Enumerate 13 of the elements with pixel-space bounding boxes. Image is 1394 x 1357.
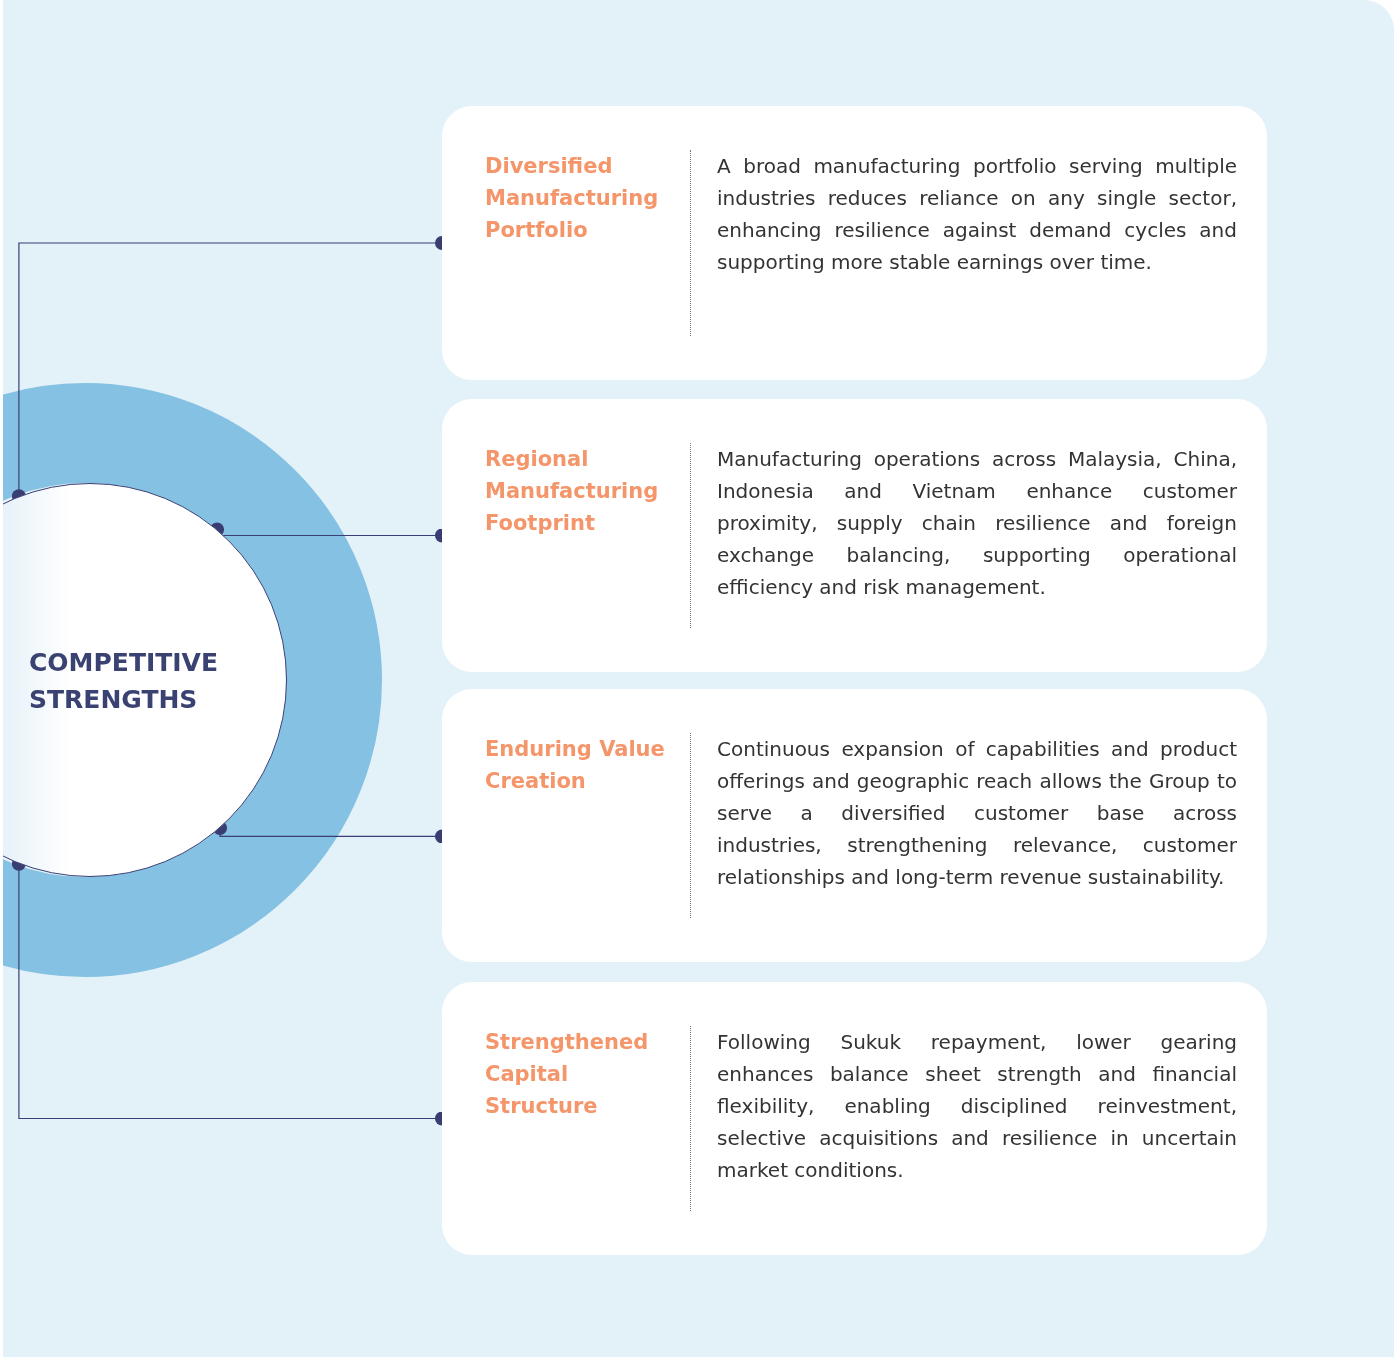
strength-card <box>442 106 1267 380</box>
card-heading: Strengthened Capital Structure <box>485 1029 650 1120</box>
strength-card <box>442 689 1267 962</box>
strength-card <box>442 982 1267 1255</box>
card-heading: Regional Manufacturing Footprint <box>485 446 660 537</box>
strength-card <box>442 399 1267 672</box>
card-description: A broad manufacturing portfolio serving multiple industries reduces reliance on any single sector, enhancing resilience against demand cycles and supporting more stable earnings over time. <box>717 153 1237 276</box>
card-description: Following Sukuk repayment, lower gearing enhances balance sheet strength and financial flexibility, enabling disciplined reinvestment, selective acquisitions and resilience in uncertain market conditions. <box>717 1029 1237 1184</box>
card-description: Manufacturing operations across Malaysia, China, Indonesia and Vietnam enhance customer proximity, supply chain resilience and foreign exchange balancing, supporting operational efficiency and risk management. <box>717 446 1237 601</box>
card-description: Continuous expansion of capabilities and product offerings and geographic reach allows the Group to serve a diversified customer base across industries, strengthening relevance, customer relationships and long-term revenue sustainability. <box>717 736 1237 891</box>
card-heading: Diversified Manufacturing Portfolio <box>485 153 660 244</box>
center-title: COMPETITIVE STRENGTHS <box>29 647 219 716</box>
card-heading: Enduring Value Creation <box>485 736 666 795</box>
